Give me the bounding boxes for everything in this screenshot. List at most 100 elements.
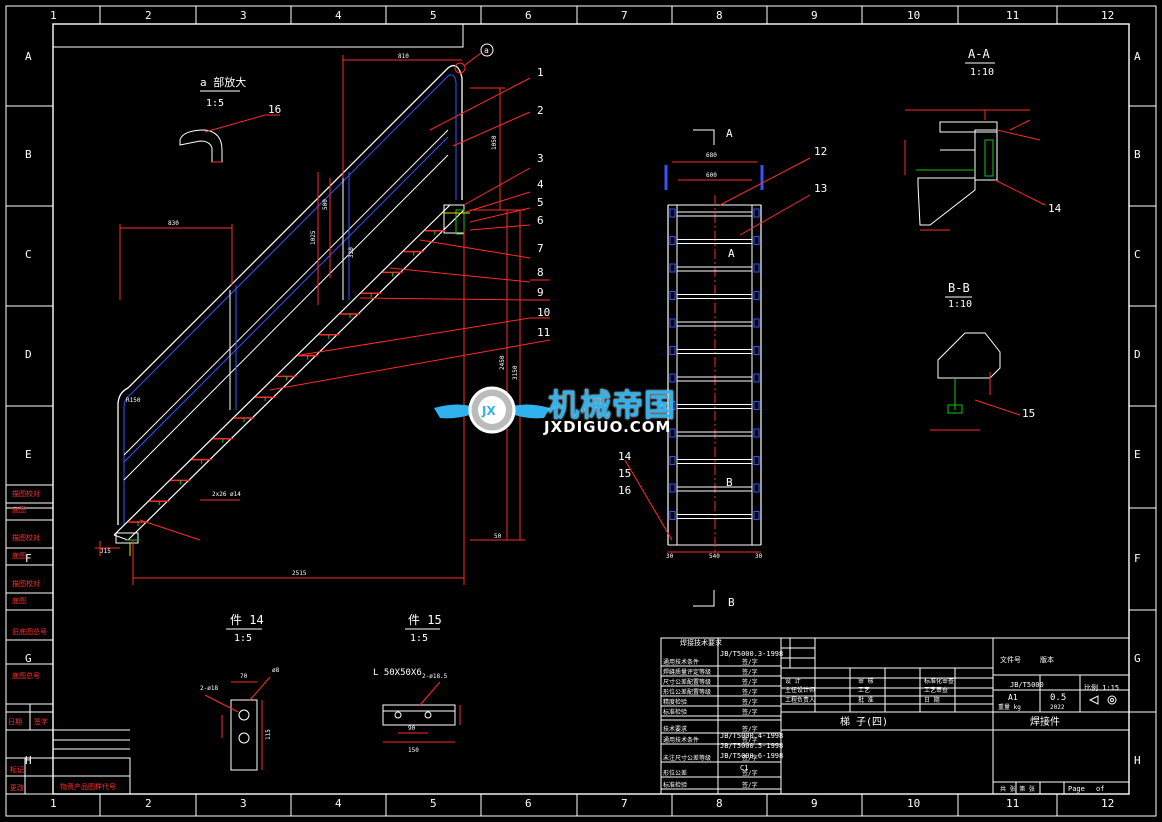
tb-std-code: JB/T5000 [1010, 681, 1044, 689]
tb-scale: 比例 1:15 [1084, 683, 1119, 692]
balloon-6: 6 [537, 214, 544, 227]
part15-scale: 1:5 [410, 633, 428, 644]
section-bb-scale: 1:10 [948, 299, 972, 310]
rung-clip-left [669, 263, 676, 273]
dim-height-c: 3150 [512, 365, 519, 380]
dim-ladder-outer: 680 [706, 152, 717, 159]
balloon-multi-15: 15 [618, 467, 631, 480]
balloon-11: 11 [537, 326, 550, 339]
part15-title: 件 15 [408, 613, 442, 627]
section-aa-view: A-A 1:10 [904, 47, 1046, 231]
balloon-14-aa: 14 [1048, 202, 1062, 215]
tb-weight: 0.5 [1050, 693, 1066, 703]
grid-col-bottom-7: 7 [621, 797, 628, 810]
tb-std-label: 标准化审查 [924, 677, 954, 685]
part-15-texts: 2-ø18.5 150 90 [408, 673, 448, 754]
balloon-multi-14: 14 [618, 450, 632, 463]
tb-sheet-size: A1 [1008, 693, 1018, 702]
balloon-multi-16: 16 [618, 484, 631, 497]
grid-col-top-10: 10 [907, 9, 920, 22]
watermark-url: JXDIGUO.COM [544, 418, 672, 436]
grid-row-right-A: A [1134, 50, 1141, 63]
grid-col-top-4: 4 [335, 9, 342, 22]
tb-chief: 主任设计师 [785, 686, 815, 694]
dim-foot: J15 [100, 548, 111, 555]
rung-clip-left [669, 483, 676, 493]
dim-radius: R150 [126, 397, 141, 404]
tb-row-label: 尺寸公差配置等级 [663, 678, 711, 686]
grid-row-right-H: H [1134, 754, 1141, 767]
tb-row-label: 通用技术条件 [663, 658, 699, 666]
balloon-5: 5 [537, 196, 544, 209]
part15-angle: L 50X50X6 [373, 668, 422, 678]
left-strip-label: 日期 [8, 718, 22, 726]
rung-clip-right [753, 236, 760, 245]
tb-row-label: 形位公差 [663, 769, 687, 777]
grid-row-left-H: H [25, 754, 32, 767]
section-mark-a-mid: A [728, 247, 735, 260]
dim-p15-d: 90 [408, 725, 416, 732]
tb-row-label: 标准检验 [663, 781, 687, 789]
tb-row-label: 形位公差配置等级 [663, 688, 711, 696]
part14-scale: 1:5 [234, 633, 252, 644]
tb-proc-label: 工艺审查 [924, 686, 948, 694]
left-strip-label: 签字 [34, 717, 48, 726]
grid-row-left-C: C [25, 248, 32, 261]
part-14-texts: 70 ø8 2-ø18 115 [200, 667, 280, 740]
tb-row-label: 标准检验 [663, 708, 687, 716]
grid-col-top-7: 7 [621, 9, 628, 22]
tb-drawing-name: 梯 子(四) [840, 715, 888, 728]
dim-mid-width: 830 [168, 220, 179, 227]
tb-row-label: 技术要求 [663, 725, 687, 733]
watermark: JX 机械帝国 JXDIGUO.COM [432, 378, 732, 448]
rung-clip-left [669, 456, 676, 465]
dim-ladder-right: 30 [755, 553, 763, 560]
section-mark-b-mid: B [726, 476, 733, 489]
tb-row-sign: 签/字 [742, 698, 758, 706]
balloon-12: 12 [814, 145, 827, 158]
grid-col-bottom-4: 4 [335, 797, 342, 810]
tb-part-name: 焊接件 [1030, 715, 1060, 728]
rung-clip-left [669, 511, 676, 520]
rung-clip-left [669, 291, 676, 300]
tb-row-sign: 签/字 [742, 688, 758, 696]
rung-clip-right [753, 263, 760, 273]
rung-clip-left [669, 428, 676, 438]
left-strip-label: 底图 [12, 505, 26, 514]
tb-row-label: 未注尺寸公差等级 [663, 754, 711, 762]
tb-row-sign: 签/字 [742, 781, 758, 789]
dim-p15-w: 150 [408, 747, 419, 754]
drawing-frame [5, 5, 1157, 817]
rung-clip-right [753, 401, 760, 410]
grid-row-left-B: B [25, 148, 32, 161]
rung-clip-left [669, 208, 676, 218]
rung-clip-left [669, 236, 676, 245]
tb-tol: C1 [740, 764, 748, 772]
watermark-logo-text: JX [481, 404, 496, 418]
balloon-2: 2 [537, 104, 544, 117]
title-block-texts: 焊接技术要求 JB/T5000.3-1998 JB/T5000.4-1998 J… [60, 638, 1119, 793]
rung-clip-left [669, 346, 676, 355]
tb-proc: 工艺 [858, 686, 870, 694]
rung-clip-left [669, 373, 676, 383]
dim-p14-w: 70 [240, 673, 248, 680]
grid-col-bottom-6: 6 [525, 797, 532, 810]
ladder-texts: 680 600 540 30 30 A A B B 12 13 14 15 16 [618, 127, 827, 609]
tb-row-label: 焊缝质量评定等级 [663, 668, 711, 676]
grid-col-bottom-12: 12 [1101, 797, 1114, 810]
grid-row-left-A: A [25, 50, 32, 63]
section-aa-scale: 1:10 [970, 67, 994, 78]
grid-row-left-D: D [25, 348, 32, 361]
rung-clip-right [753, 456, 760, 465]
tb-of: of [1096, 785, 1104, 793]
grid-row-left-E: E [25, 448, 32, 461]
stair-dim-texts: 810 830 2515 1050 2450 3150 500 1025 330… [100, 53, 519, 577]
tb-row-sign: 签/字 [742, 708, 758, 716]
dim-top-width: 810 [398, 53, 409, 60]
tb-page: Page [1068, 785, 1085, 793]
balloon-8: 8 [537, 266, 544, 279]
left-strip-label: 描图校对 [12, 489, 40, 498]
left-strip-label: 标记 [10, 765, 24, 774]
tb-check: 审 核 [858, 677, 874, 685]
